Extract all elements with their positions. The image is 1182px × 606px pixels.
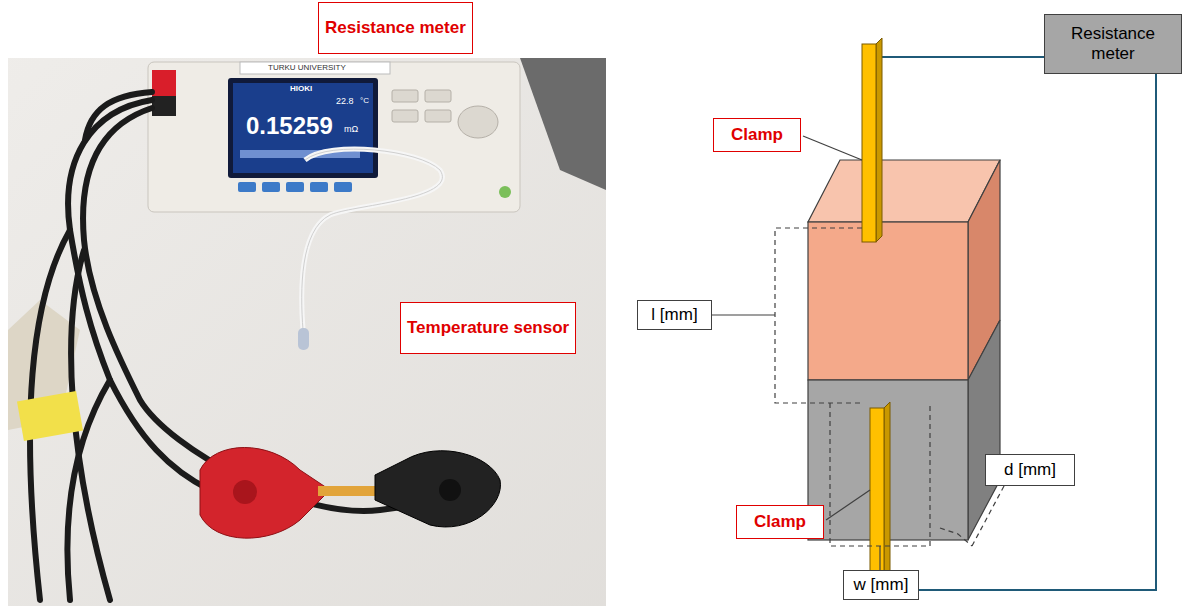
leader-line: [803, 136, 870, 520]
display-reading: 0.15259: [246, 112, 333, 140]
sample-cube: [808, 160, 1000, 540]
display-unit: mΩ: [344, 124, 358, 134]
clamp-symbol: [862, 38, 890, 584]
node-text: Temperature sensor: [407, 318, 569, 338]
temperature-reading: 22.8: [336, 96, 354, 106]
node-text: w [mm]: [854, 575, 909, 595]
callout-box: Resistance meter: [318, 2, 473, 54]
node-text: Resistance meter: [1053, 24, 1173, 64]
brand-name: HIOKI: [290, 84, 312, 93]
callout-box: Clamp: [713, 118, 801, 152]
callout-box: Clamp: [736, 505, 824, 539]
temperature-unit: °C: [360, 96, 369, 105]
dimension-label: d [mm]: [985, 454, 1075, 486]
node-text: Resistance meter: [325, 18, 466, 38]
node-text: Clamp: [731, 125, 783, 145]
dimension-bracket: [712, 228, 1010, 570]
node-text: l [mm]: [651, 305, 697, 325]
dimension-label: l [mm]: [637, 300, 712, 330]
dimension-label: w [mm]: [843, 570, 919, 600]
node-text: Clamp: [754, 512, 806, 532]
photo: [8, 58, 606, 606]
instrument-box: Resistance meter: [1044, 14, 1182, 74]
callout-box: Temperature sensor: [400, 302, 576, 354]
device-tag: TURKU UNIVERSITY: [268, 63, 346, 72]
node-text: d [mm]: [1004, 460, 1056, 480]
